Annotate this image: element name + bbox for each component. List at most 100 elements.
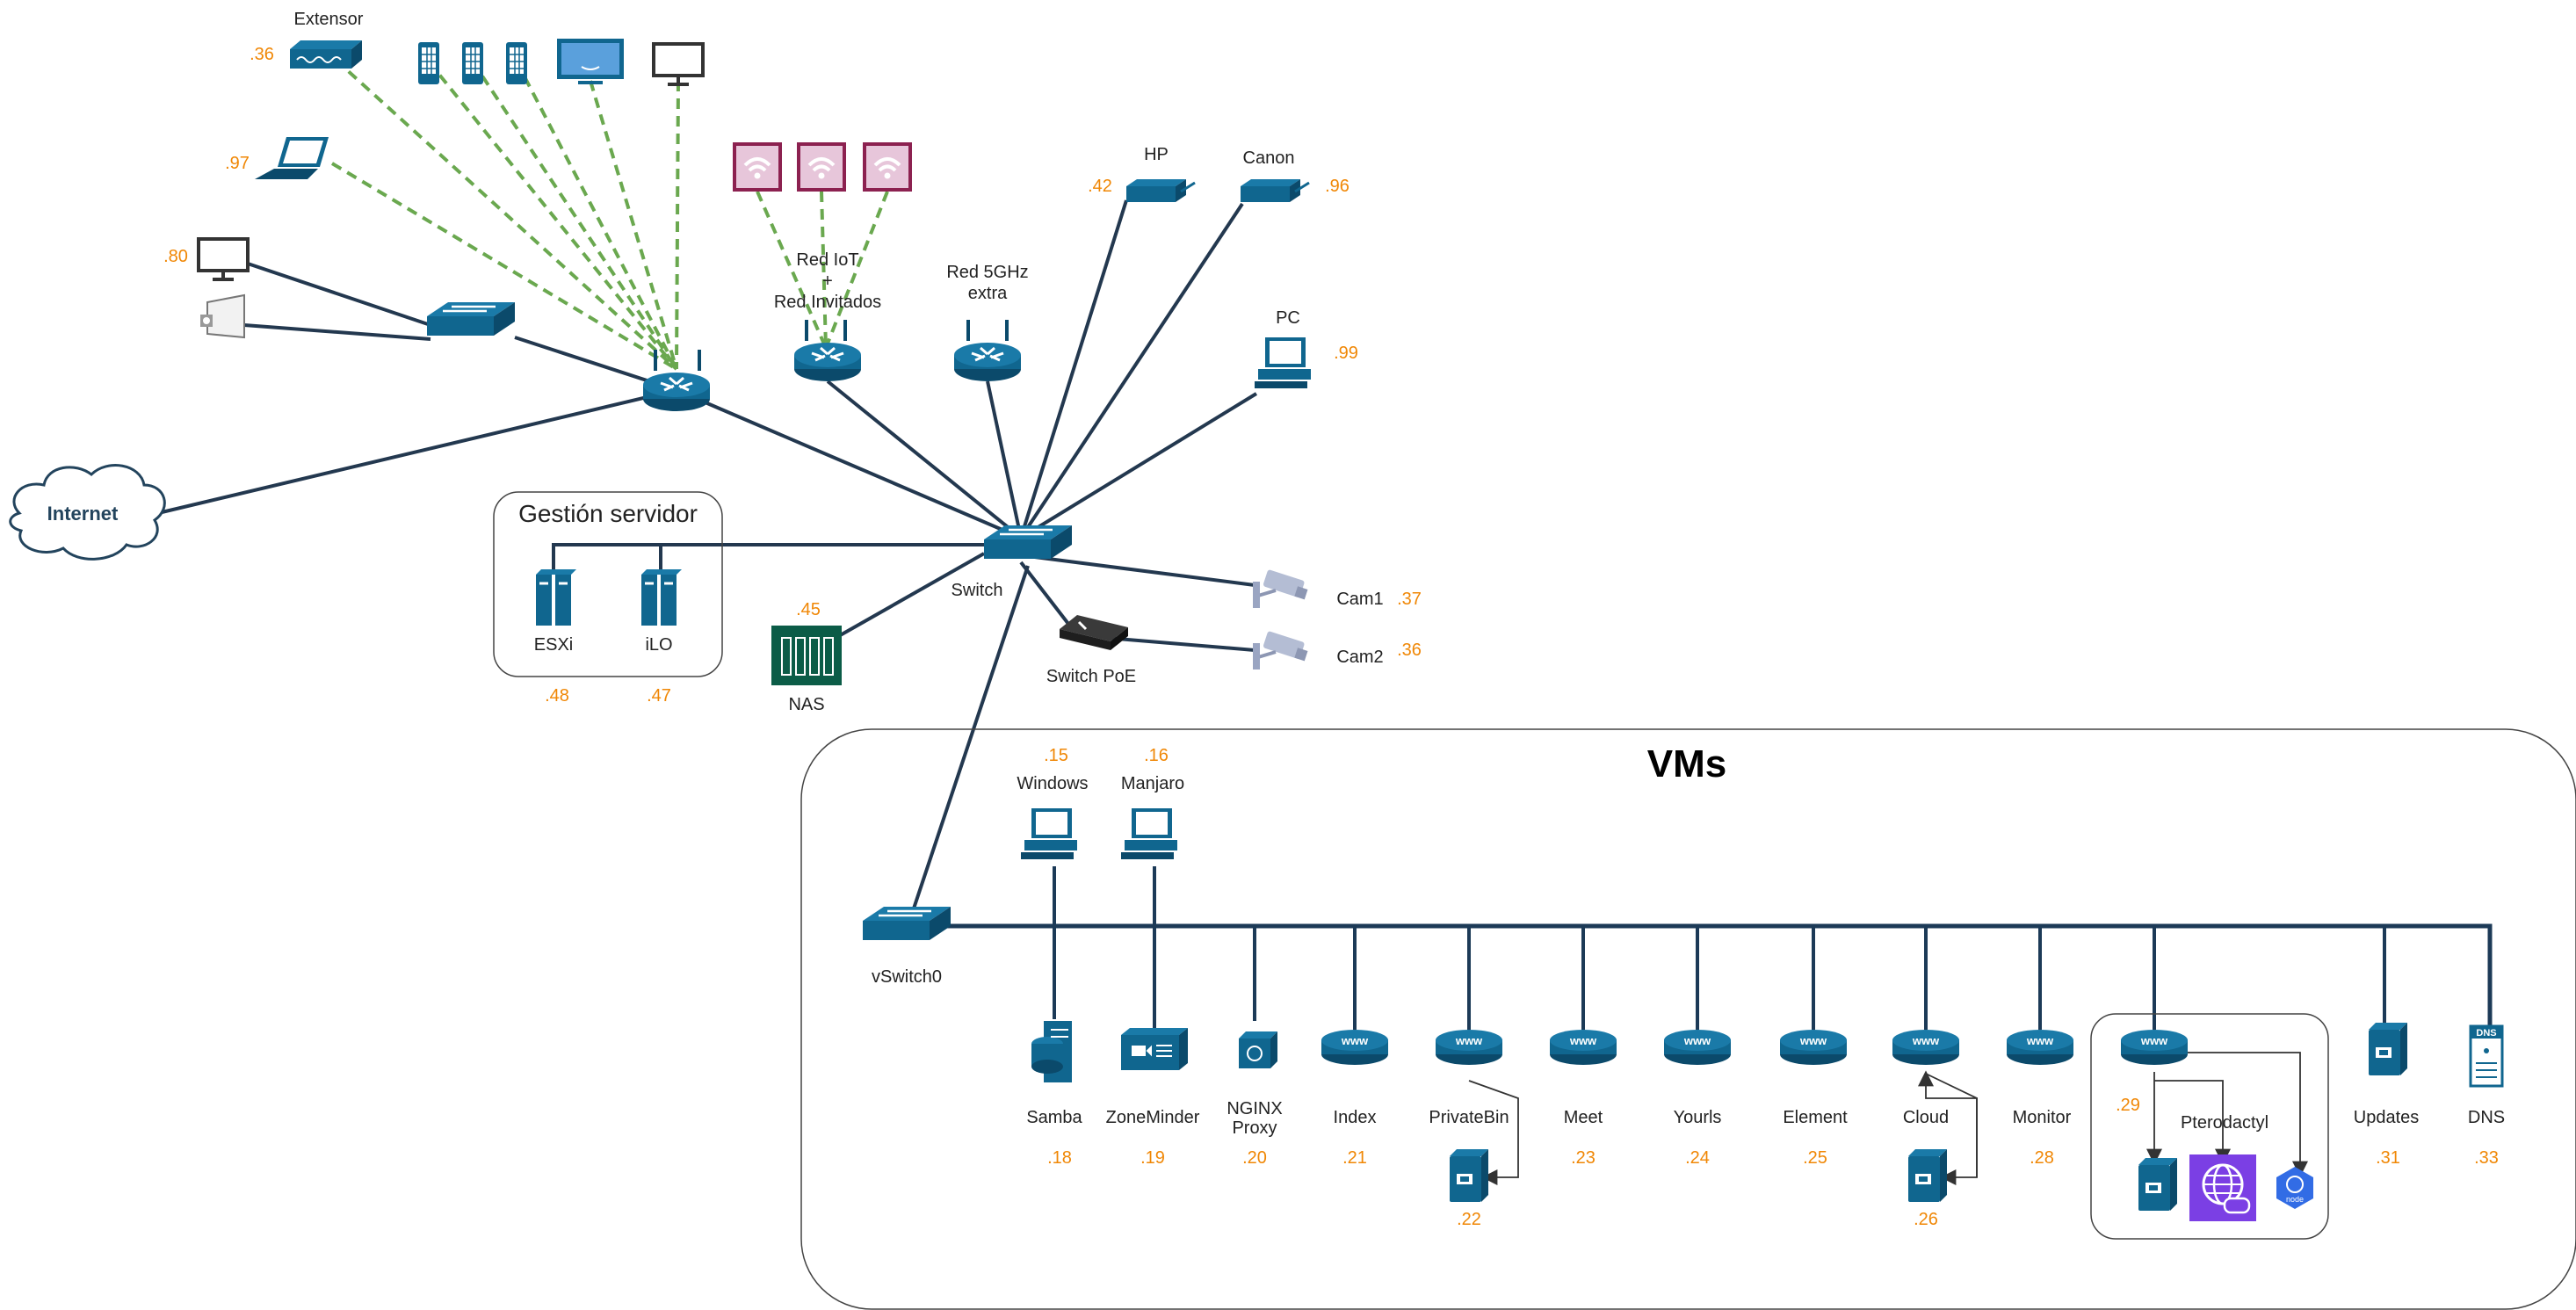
laptop-icon xyxy=(255,137,329,179)
privatebin-label: PrivateBin xyxy=(1429,1108,1509,1127)
wifi-link xyxy=(471,60,678,371)
esxi-ip: .48 xyxy=(545,686,569,706)
web-server-icon xyxy=(2007,1030,2073,1065)
ilo-server-icon xyxy=(641,569,682,626)
extensor xyxy=(290,40,362,69)
web-server-icon xyxy=(1780,1030,1847,1065)
element-label: Element xyxy=(1783,1108,1848,1127)
cloud-link xyxy=(1925,1073,1978,1185)
nginx-proxy-icon xyxy=(1239,1031,1277,1068)
switch-poe-icon xyxy=(1060,615,1128,650)
vms-title: VMs xyxy=(1647,742,1726,785)
dns-ip: .33 xyxy=(2474,1148,2499,1168)
wifi-link xyxy=(820,191,828,349)
pc-label: PC xyxy=(1276,308,1300,328)
internet-label: Internet xyxy=(47,503,119,525)
switch-label: Switch xyxy=(952,581,1003,600)
esxi-label: ESXi xyxy=(534,635,573,655)
phone-icon xyxy=(505,41,528,85)
pc-ip: .99 xyxy=(1334,344,1358,363)
wifi-link xyxy=(824,191,889,349)
monitor-icon xyxy=(197,237,250,281)
node-badge: node xyxy=(2286,1195,2304,1204)
vm-drops xyxy=(1053,866,2386,1030)
internet-cloud xyxy=(9,464,166,561)
phone-icon xyxy=(461,41,484,85)
camera-icon xyxy=(1251,628,1310,671)
node-icon: node xyxy=(2276,1167,2313,1209)
hp-ip: .42 xyxy=(1088,177,1112,196)
vms-group xyxy=(800,728,2576,1310)
dns-badge: DNS xyxy=(2476,1028,2496,1039)
nas-icon xyxy=(771,626,842,685)
wifi-ap-icon xyxy=(731,141,784,193)
wifi-ap-icon xyxy=(795,141,848,193)
index-label: Index xyxy=(1334,1108,1377,1127)
5ghz-router xyxy=(952,320,1023,383)
link xyxy=(1019,202,1244,539)
link xyxy=(1106,636,1255,652)
wifi-ap-icon xyxy=(861,141,914,193)
cam2-ip: .36 xyxy=(1397,641,1422,660)
updates-label: Updates xyxy=(2354,1108,2420,1127)
gestion-group xyxy=(493,491,723,677)
link xyxy=(826,380,1023,539)
vswitch-icon xyxy=(861,905,952,942)
cam2-label: Cam2 xyxy=(1336,648,1383,667)
server-icon xyxy=(1908,1149,1947,1202)
privatebin-link xyxy=(1468,1080,1519,1185)
canon-label: Canon xyxy=(1243,148,1295,168)
cloud-label: Cloud xyxy=(1903,1108,1949,1127)
nas-ip: .45 xyxy=(796,600,821,619)
zoneminder-icon xyxy=(1121,1028,1188,1070)
ptero-link xyxy=(2154,1080,2231,1165)
vswitch-bus xyxy=(931,923,2493,1028)
nginx-ip: .20 xyxy=(1242,1148,1267,1168)
web-server-icon xyxy=(1321,1030,1388,1065)
printer-icon xyxy=(1239,177,1311,204)
extensor-label: Extensor xyxy=(294,10,364,29)
web-server-icon xyxy=(2121,1030,2188,1065)
webcam-icon xyxy=(200,293,245,339)
yourls-ip: .24 xyxy=(1685,1148,1710,1168)
red-iot-label: Red Invitados xyxy=(774,293,881,312)
monitor-icon xyxy=(652,42,705,86)
esxi-server-icon xyxy=(536,569,576,626)
nginx-label: NGINX xyxy=(1226,1099,1282,1118)
wifi-link xyxy=(675,80,680,370)
manjaro-label: Manjaro xyxy=(1121,774,1184,793)
cloud-ip: .26 xyxy=(1914,1210,1938,1229)
meet-label: Meet xyxy=(1564,1108,1603,1127)
link xyxy=(1019,392,1258,539)
privatebin-ip: .22 xyxy=(1457,1210,1481,1229)
hp-label: HP xyxy=(1144,145,1169,164)
link xyxy=(1019,561,1070,626)
pterodactyl-group xyxy=(2090,1013,2329,1240)
element-ip: .25 xyxy=(1803,1148,1827,1168)
zoneminder-label: ZoneMinder xyxy=(1106,1108,1200,1127)
index-ip: .21 xyxy=(1342,1148,1367,1168)
tv-ip: .80 xyxy=(163,247,188,266)
link xyxy=(247,262,431,327)
dns-server-icon: DNS xyxy=(2469,1024,2504,1088)
samba-ip: .18 xyxy=(1047,1148,1072,1168)
camera-icon xyxy=(1251,567,1310,610)
gestion-title: Gestión servidor xyxy=(518,500,698,527)
windows-label: Windows xyxy=(1017,774,1088,793)
canon-ip: .96 xyxy=(1325,177,1350,196)
web-server-icon xyxy=(1664,1030,1731,1065)
main-router xyxy=(641,350,712,413)
ptero-link xyxy=(2174,1052,2308,1177)
link xyxy=(676,388,1022,539)
link xyxy=(552,543,1021,571)
dns-label: DNS xyxy=(2468,1108,2505,1127)
workstation-icon xyxy=(1255,337,1311,388)
monitor-ip: .28 xyxy=(2030,1148,2054,1168)
switch-icon xyxy=(425,300,517,337)
monitor-label: Monitor xyxy=(2013,1108,2072,1127)
wifi-link xyxy=(756,191,828,349)
windows-ip: .15 xyxy=(1044,746,1068,765)
smart-tv-icon xyxy=(557,39,624,84)
link xyxy=(157,388,677,515)
wifi-link xyxy=(515,61,678,370)
